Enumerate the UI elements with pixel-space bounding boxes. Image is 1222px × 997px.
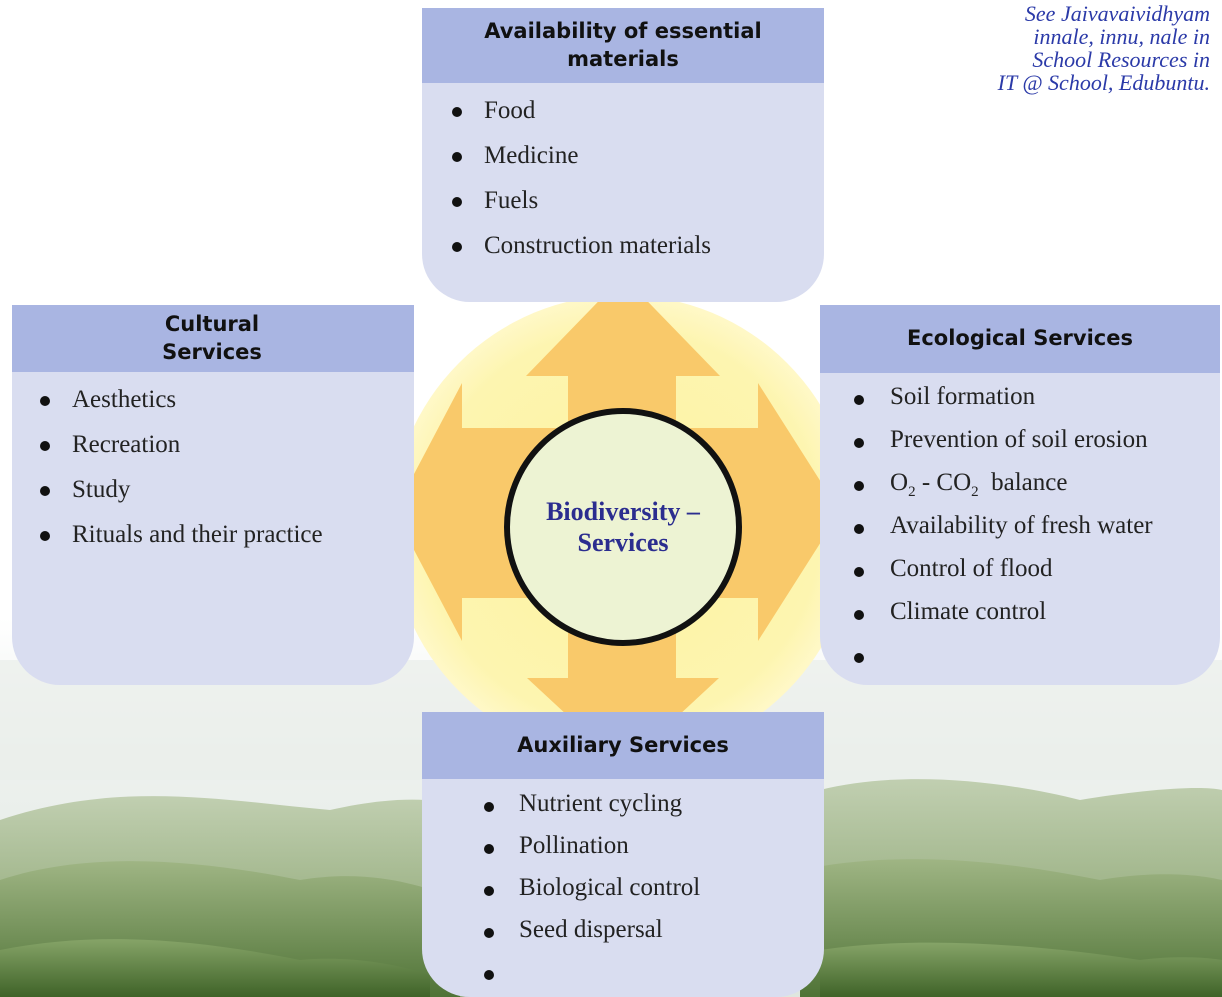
- center-label-line2: Services: [577, 528, 669, 557]
- list-item: Control of flood: [820, 553, 1220, 596]
- ecological-list: Soil formation Prevention of soil erosio…: [820, 373, 1220, 682]
- essential-list: Food Medicine Fuels Construction materia…: [422, 83, 824, 275]
- cultural-list: Aesthetics Recreation Study Rituals and …: [12, 372, 414, 564]
- list-item: Soil formation: [820, 381, 1220, 424]
- list-item: Nutrient cycling: [422, 789, 824, 831]
- box-header: Availability of essential materials: [422, 8, 824, 83]
- list-item: Biological control: [422, 873, 824, 915]
- list-item: O2 - CO2 balance: [820, 467, 1220, 510]
- box-title: Ecological Services: [906, 326, 1133, 351]
- list-item: Study: [12, 474, 414, 519]
- box-title: Auxiliary Services: [517, 732, 729, 757]
- list-item: Medicine: [422, 140, 824, 185]
- box-title-line2: Services: [162, 339, 262, 364]
- note-line: See Jaivavaividhyam: [1024, 1, 1210, 26]
- center-label-line1: Biodiversity –: [546, 496, 700, 526]
- list-item: Food: [422, 95, 824, 140]
- ecological-services-box: Ecological Services Soil formation Preve…: [820, 305, 1220, 685]
- box-header: Cultural Services: [12, 305, 414, 372]
- note-line: innale, innu, nale in: [1033, 24, 1210, 49]
- box-header: Auxiliary Services: [422, 712, 824, 779]
- list-item: Availability of fresh water: [820, 510, 1220, 553]
- list-item: Prevention of soil erosion: [820, 424, 1220, 467]
- list-item: Construction materials: [422, 230, 824, 275]
- box-title-line1: Cultural: [164, 312, 260, 337]
- list-item: Rituals and their practice: [12, 519, 414, 564]
- cultural-services-box: Cultural Services Aesthetics Recreation …: [12, 305, 414, 685]
- hill-front: [0, 939, 430, 997]
- list-item-empty: [820, 639, 1220, 682]
- auxiliary-services-box: Auxiliary Services Nutrient cycling Poll…: [422, 712, 824, 997]
- list-item-empty: [422, 957, 824, 997]
- center-circle: [504, 408, 742, 646]
- center-label: Biodiversity – Services: [508, 412, 738, 642]
- essential-materials-box: Availability of essential materials Food…: [422, 8, 824, 302]
- list-item: Aesthetics: [12, 384, 414, 429]
- list-item: Climate control: [820, 596, 1220, 639]
- box-title-line2: materials: [567, 46, 679, 71]
- box-header: Ecological Services: [820, 305, 1220, 373]
- list-item: Pollination: [422, 831, 824, 873]
- list-item: Recreation: [12, 429, 414, 474]
- list-item: Fuels: [422, 185, 824, 230]
- hill-right-front: [820, 942, 1222, 997]
- list-item: Seed dispersal: [422, 915, 824, 957]
- note-line: School Resources in: [1032, 47, 1210, 72]
- auxiliary-list: Nutrient cycling Pollination Biological …: [422, 779, 824, 997]
- resource-note: See Jaivavaividhyam innale, innu, nale i…: [880, 2, 1210, 94]
- box-title-line1: Availability of essential: [484, 19, 762, 44]
- note-line: IT @ School, Edubuntu.: [997, 70, 1210, 95]
